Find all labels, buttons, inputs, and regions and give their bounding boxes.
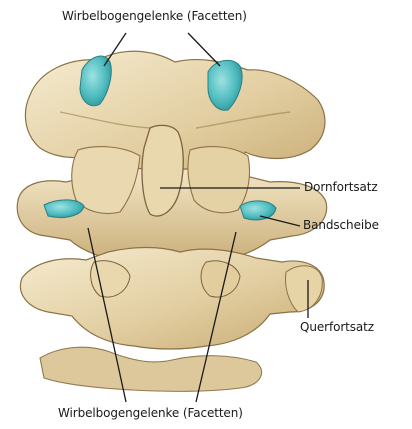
facets-bottom-label: Wirbelbogengelenke (Facetten) [58, 407, 243, 419]
disc-label: Bandscheibe [303, 219, 379, 231]
transverse-process-label: Querfortsatz [300, 321, 374, 333]
spinous-process-label: Dornfortsatz [304, 181, 378, 193]
facets-top-label: Wirbelbogengelenke (Facetten) [62, 10, 247, 22]
lower-vertebra [20, 248, 324, 392]
lower-vertebra-body [20, 248, 324, 350]
